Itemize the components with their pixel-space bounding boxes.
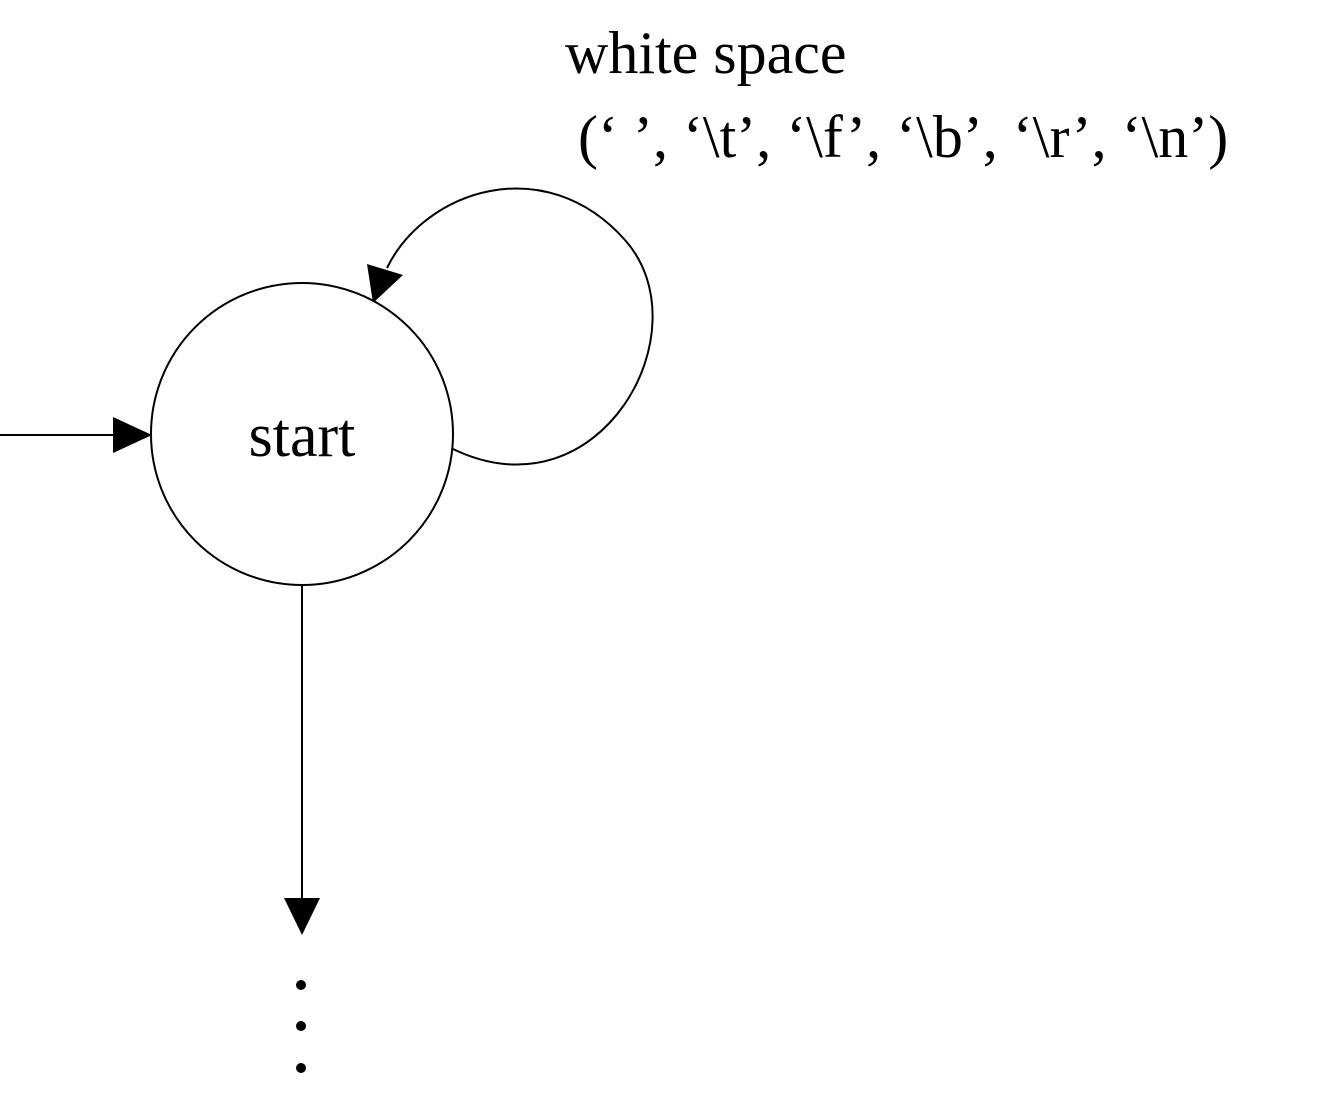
state-node-start: start bbox=[150, 282, 454, 586]
state-label: start bbox=[249, 402, 356, 470]
self-loop-transition bbox=[367, 187, 654, 466]
self-loop-label-line2: (‘ ’, ‘\t’, ‘\f’, ‘\b’, ‘\r’, ‘\n’) bbox=[578, 104, 1228, 170]
initial-transition-arrow bbox=[0, 417, 152, 453]
ellipsis-vertical-icon bbox=[296, 980, 306, 1073]
outgoing-transition-arrow bbox=[284, 585, 320, 935]
self-loop-label-line1: white space bbox=[565, 20, 847, 86]
